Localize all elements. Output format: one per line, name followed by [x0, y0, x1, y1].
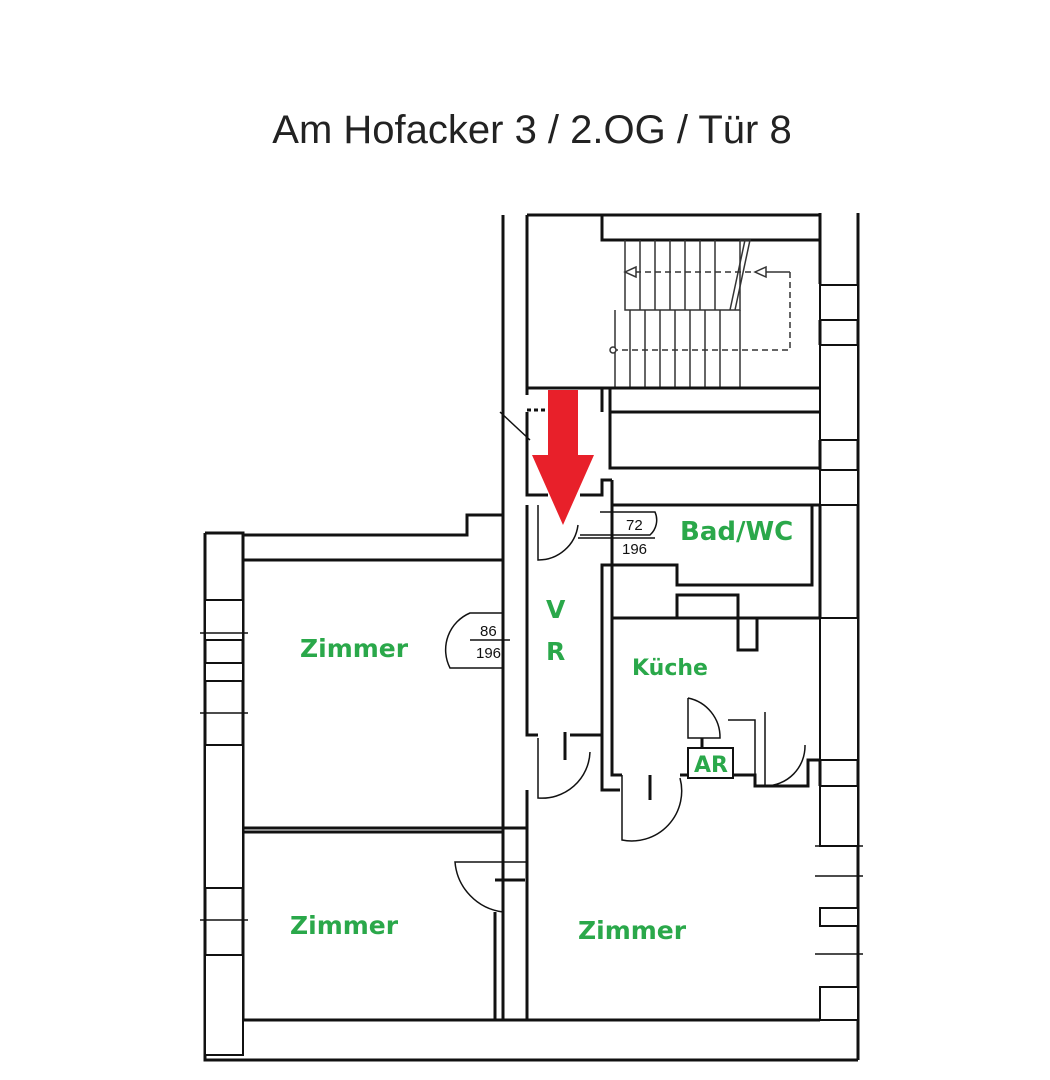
- room-label-vr-r: R: [546, 637, 565, 666]
- plan-title: Am Hofacker 3 / 2.OG / Tür 8: [272, 108, 792, 152]
- room-label-zimmer-bottom-right: Zimmer: [578, 916, 687, 945]
- room-label-ar: AR: [694, 753, 728, 778]
- room-label-zimmer-top-left: Zimmer: [300, 634, 409, 663]
- windows: [204, 284, 859, 1056]
- room-label-kueche: Küche: [632, 656, 708, 681]
- room-door-height: 196: [476, 645, 501, 662]
- room-label-bad-wc: Bad/WC: [680, 517, 793, 547]
- entrance-door-height: 196: [622, 541, 647, 558]
- staircase: [609, 239, 791, 389]
- entrance-door-width: 72: [626, 517, 643, 534]
- arrow-down-icon: [532, 390, 594, 525]
- room-label-vr-v: V: [546, 595, 566, 624]
- room-label-zimmer-bottom-left: Zimmer: [290, 911, 399, 940]
- room-door-width: 86: [480, 623, 497, 640]
